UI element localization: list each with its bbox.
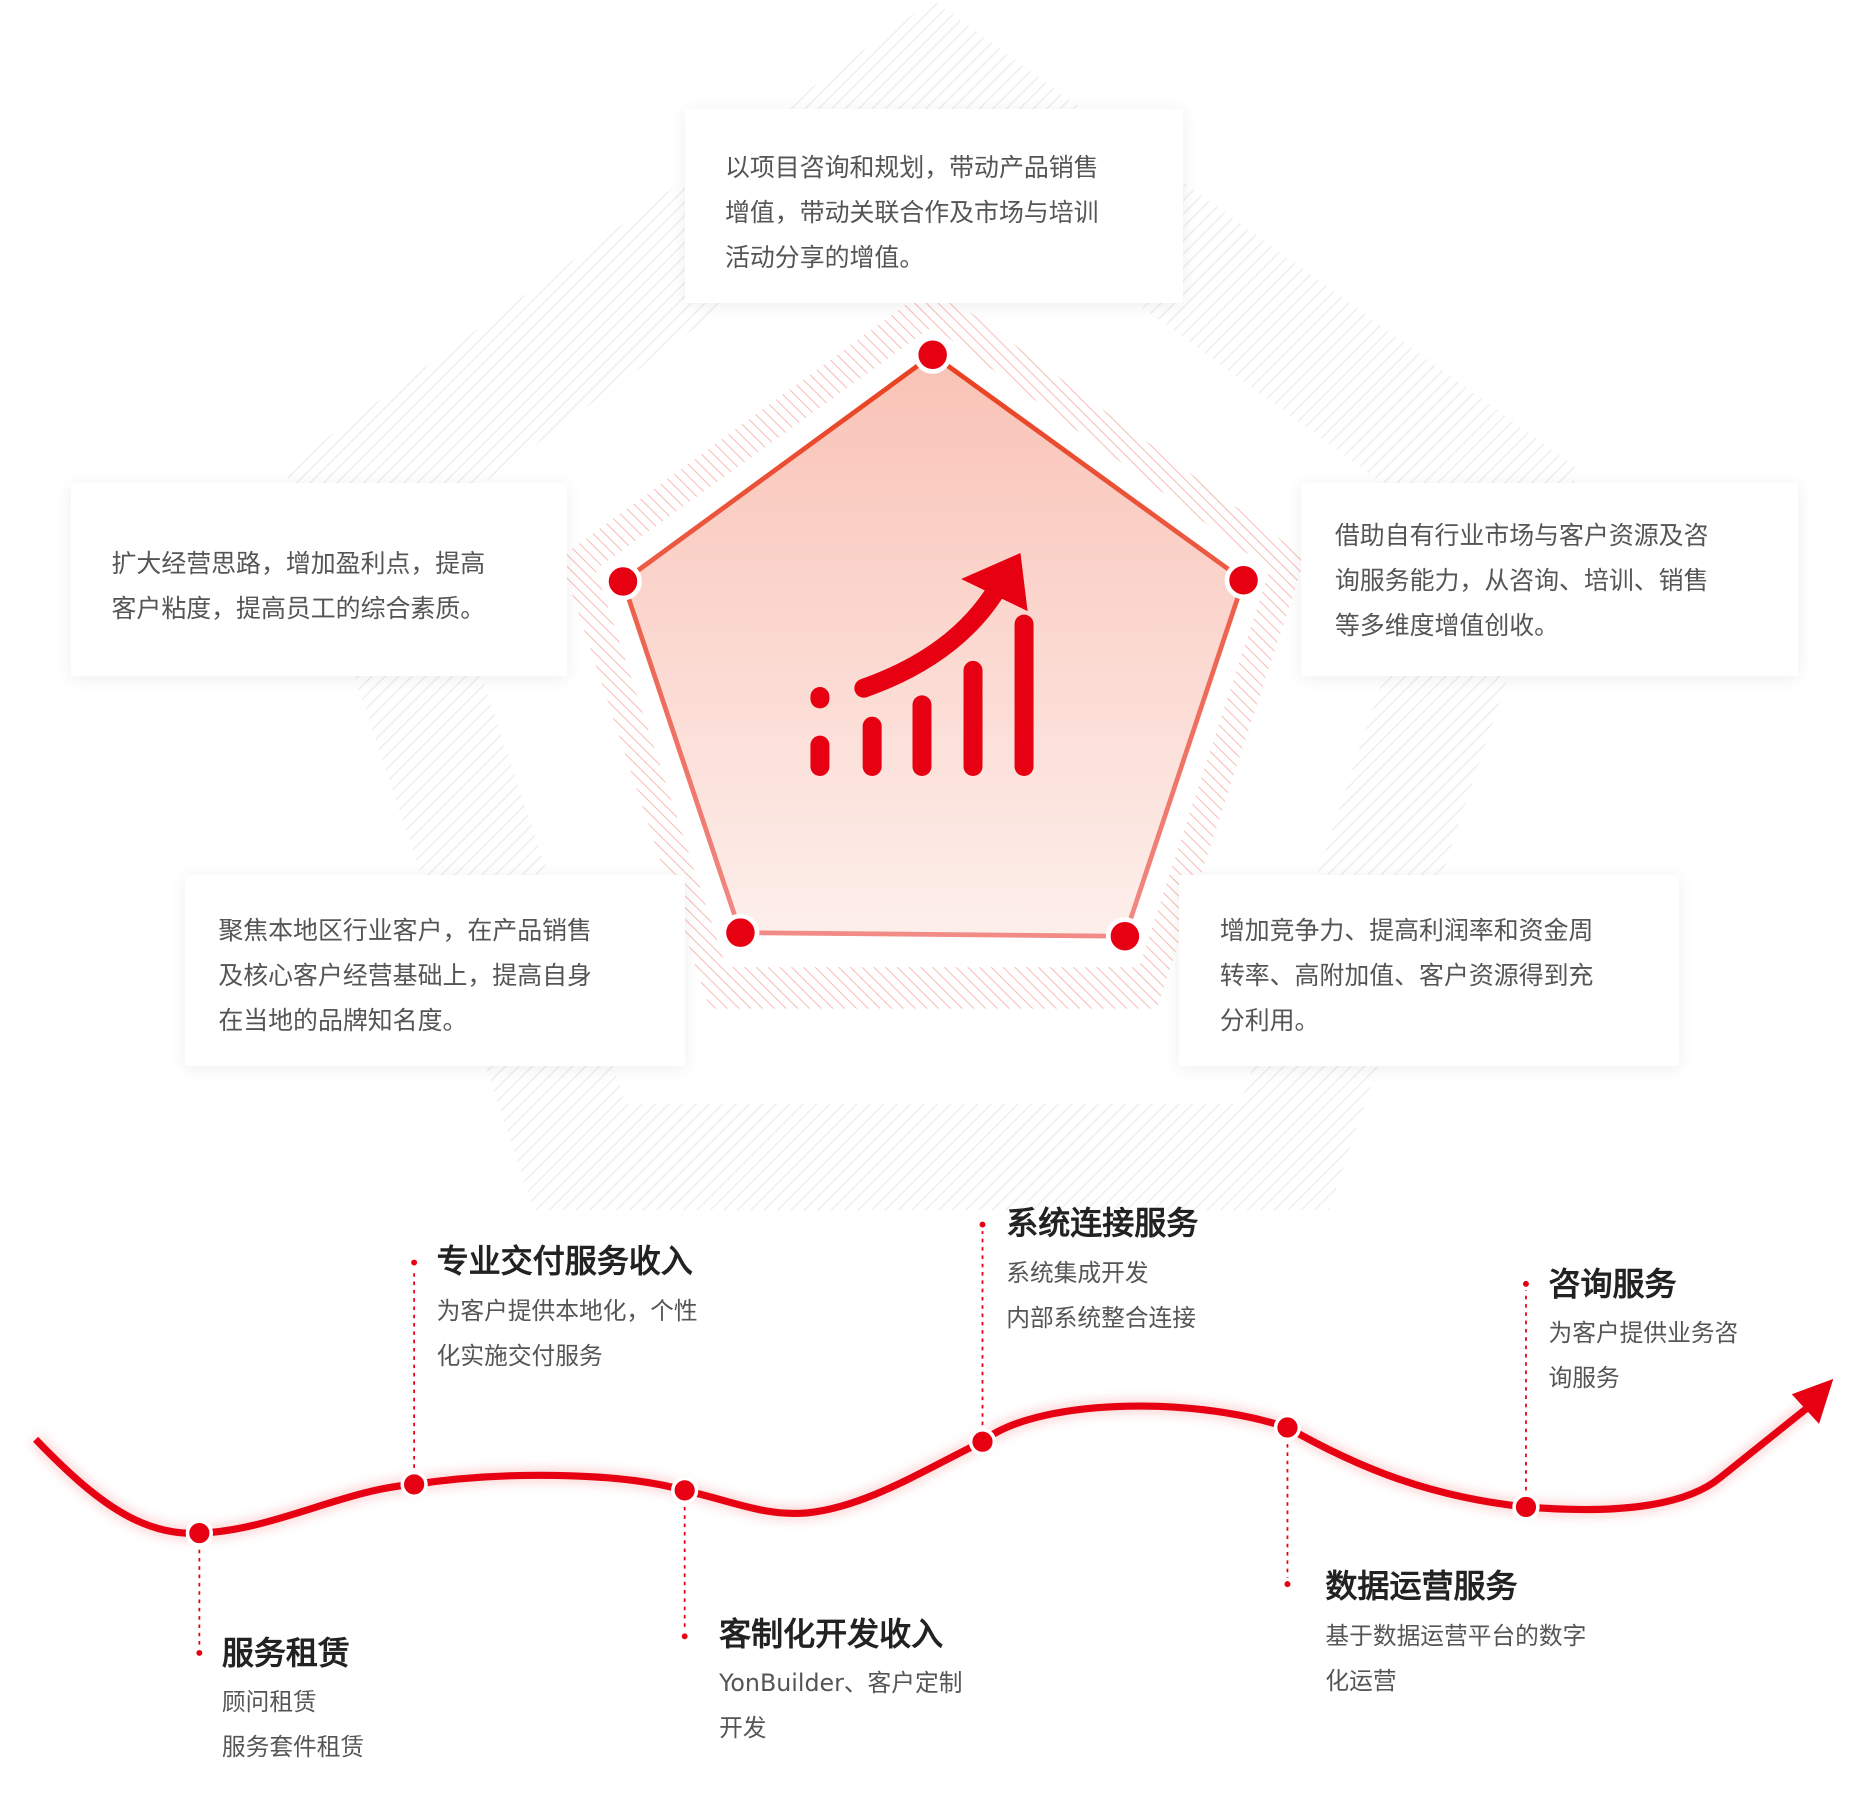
box-text: 增值，带动关联合作及市场与培训 <box>725 197 1099 227</box>
timeline-item-custom-dev: 客制化开发收入 YonBuilder、客户定制 开发 <box>719 1614 962 1752</box>
timeline-title: 服务租赁 <box>221 1633 350 1672</box>
box-text: 等多维度增值创收。 <box>1334 610 1560 640</box>
timeline-title: 专业交付服务收入 <box>436 1242 693 1281</box>
timeline-desc: 顾问租赁 <box>221 1688 317 1717</box>
timeline-desc: 服务套件租赁 <box>221 1733 365 1762</box>
timeline-desc: 开发 <box>719 1714 767 1743</box>
benefit-box-bottom-left: 聚焦本地区行业客户，在产品销售 及核心客户经营基础上，提高自身 在当地的品牌知名… <box>185 874 685 1066</box>
benefit-box-top: 以项目咨询和规划，带动产品销售 增值，带动关联合作及市场与培训 活动分享的增值。 <box>684 109 1184 303</box>
timeline-desc: 基于数据运营平台的数字 <box>1325 1621 1587 1650</box>
timeline-desc: 询服务 <box>1548 1364 1620 1393</box>
timeline-item-consulting: 咨询服务 为客户提供业务咨 询服务 <box>1549 1264 1739 1402</box>
timeline-desc: 化运营 <box>1325 1666 1397 1695</box>
timeline-desc: 为客户提供业务咨 <box>1548 1319 1739 1348</box>
box-text: 聚焦本地区行业客户，在产品销售 <box>218 915 592 945</box>
vertex-dots <box>603 335 1263 956</box>
box-text: 询服务能力，从咨询、培训、销售 <box>1334 565 1709 595</box>
timeline-title: 系统连接服务 <box>1006 1204 1199 1243</box>
timeline-item-integration: 系统连接服务 系统集成开发 内部系统整合连接 <box>1006 1203 1198 1341</box>
timeline-desc: 为客户提供本地化，个性 <box>436 1296 698 1325</box>
timeline-nodes <box>185 1218 1540 1660</box>
timeline-desc: YonBuilder、客户定制 <box>719 1669 963 1698</box>
box-text: 增加竞争力、提高利润率和资金周 <box>1219 915 1594 945</box>
growth-chart-icon <box>810 552 1034 777</box>
box-text: 以项目咨询和规划，带动产品销售 <box>725 152 1099 182</box>
timeline-desc: 系统集成开发 <box>1006 1258 1149 1287</box>
box-text: 客户粘度，提高员工的综合素质。 <box>111 594 486 624</box>
timeline-title: 数据运营服务 <box>1325 1567 1518 1606</box>
timeline-curve <box>31 1378 1834 1540</box>
benefit-box-left: 扩大经营思路，增加盈利点，提高 客户粘度，提高员工的综合素质。 <box>71 482 568 677</box>
box-text: 借助自有行业市场与客户资源及咨 <box>1334 520 1709 550</box>
box-text: 转率、高附加值、客户资源得到充 <box>1219 960 1594 990</box>
benefit-box-bottom-right: 增加竞争力、提高利润率和资金周 转率、高附加值、客户资源得到充 分利用。 <box>1179 874 1680 1066</box>
box-text: 分利用。 <box>1219 1005 1320 1035</box>
box-text: 扩大经营思路，增加盈利点，提高 <box>111 549 486 579</box>
timeline-connectors <box>198 1224 1527 1653</box>
box-text: 在当地的品牌知名度。 <box>218 1005 468 1035</box>
benefit-box-right: 借助自有行业市场与客户资源及咨 询服务能力，从咨询、培训、销售 等多维度增值创收… <box>1300 482 1798 677</box>
timeline-desc: 内部系统整合连接 <box>1006 1303 1196 1332</box>
box-text: 及核心客户经营基础上，提高自身 <box>218 960 592 990</box>
box-text: 活动分享的增值。 <box>725 242 925 272</box>
timeline-title: 客制化开发收入 <box>719 1614 944 1653</box>
timeline-item-delivery: 专业交付服务收入 为客户提供本地化，个性 化实施交付服务 <box>437 1241 698 1379</box>
timeline-item-rental: 服务租赁 顾问租赁 服务套件租赁 <box>222 1633 364 1771</box>
timeline-item-data-ops: 数据运营服务 基于数据运营平台的数字 化运营 <box>1325 1566 1586 1704</box>
timeline-desc: 化实施交付服务 <box>436 1341 603 1370</box>
timeline-title: 咨询服务 <box>1548 1264 1677 1303</box>
